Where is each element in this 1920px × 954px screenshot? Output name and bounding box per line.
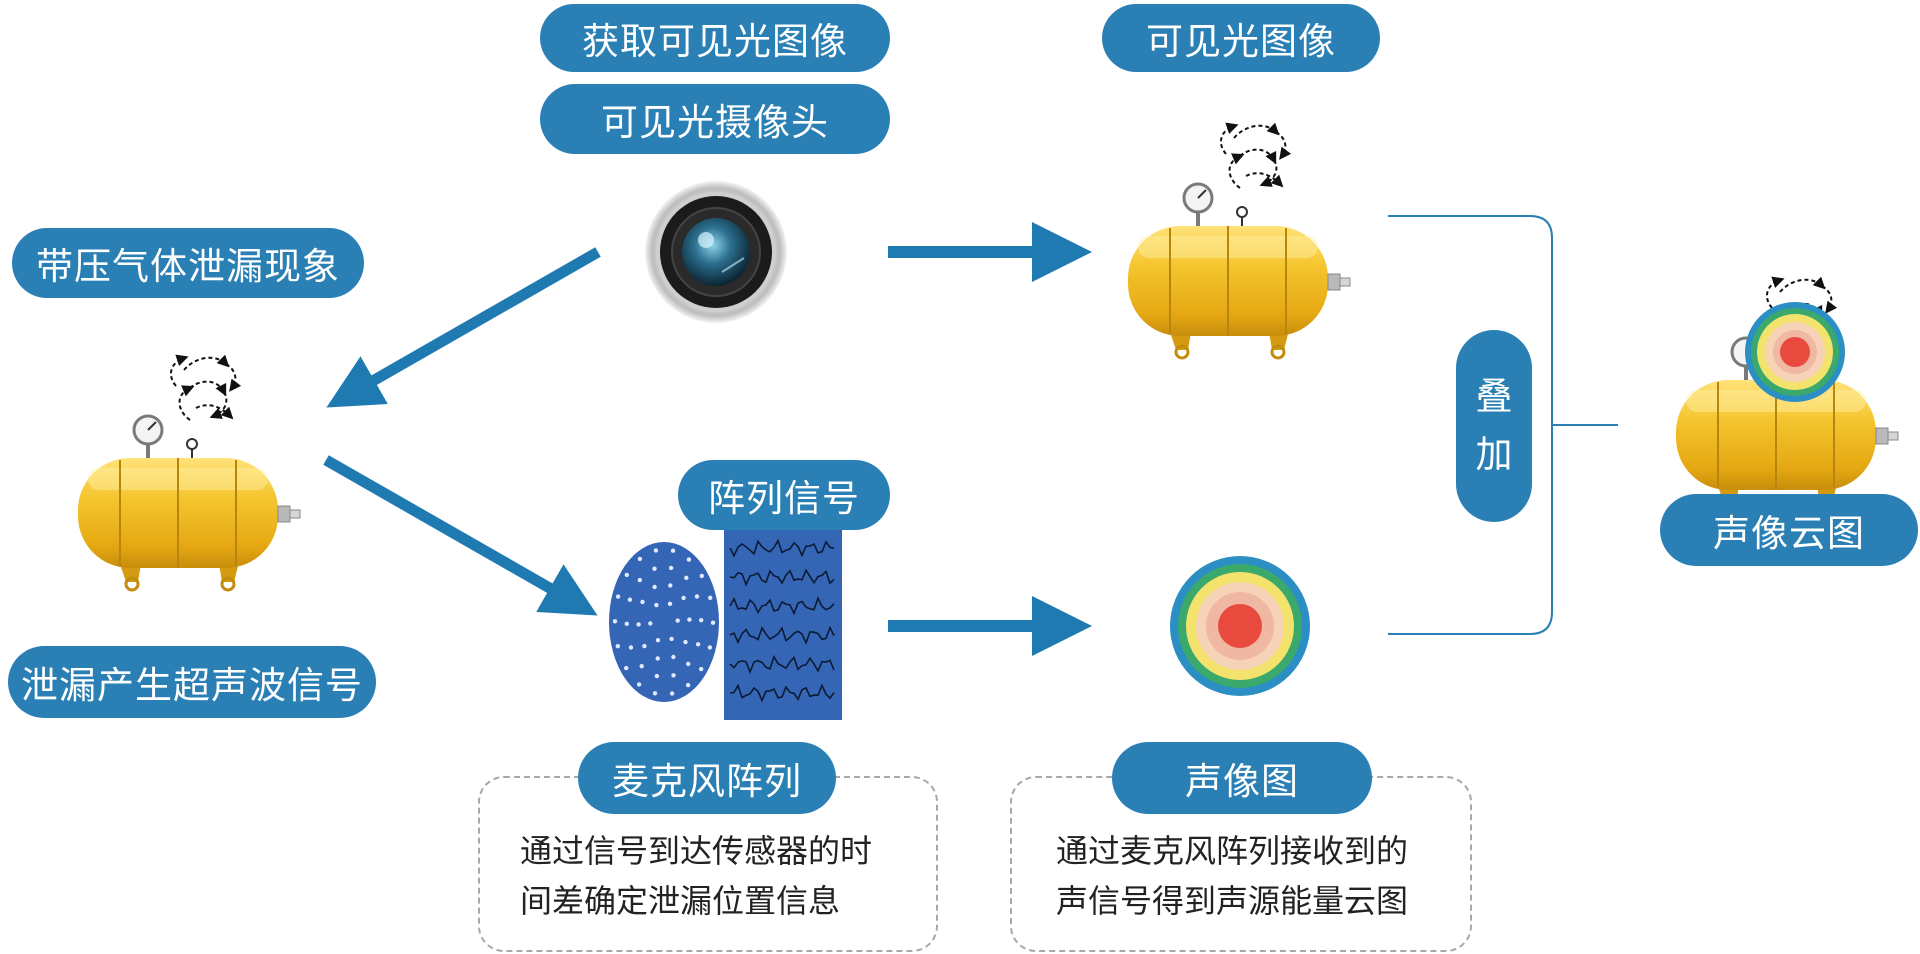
mic-array-label: 麦克风阵列 xyxy=(578,742,836,814)
gas-leak-swirl-icon xyxy=(1221,126,1285,188)
mic-dot xyxy=(627,597,633,602)
mic-dot xyxy=(699,618,704,623)
acoustic-cloud-label: 声像云图 xyxy=(1660,494,1918,566)
mic-dot xyxy=(655,656,660,661)
mic-dot xyxy=(636,682,642,687)
mic-dot xyxy=(694,594,700,599)
mic-array-desc-line2: 间差确定泄漏位置信息 xyxy=(520,882,841,920)
gas-tank-icon xyxy=(1126,182,1352,360)
mic-dot xyxy=(681,595,686,601)
mic-dot xyxy=(628,645,634,650)
waveform-line xyxy=(729,683,835,703)
waveform-line xyxy=(729,625,835,646)
mic-dot xyxy=(671,654,676,660)
waveform-line xyxy=(729,596,835,616)
mic-dot xyxy=(699,573,704,579)
mic-dot xyxy=(707,645,713,650)
mic-dot xyxy=(615,594,621,599)
visible-camera-label: 可见光摄像头 xyxy=(540,84,890,154)
mic-dot xyxy=(668,565,674,571)
mic-array-desc-line1: 通过信号到达传感器的时 xyxy=(520,832,873,870)
mic-dot xyxy=(642,643,647,649)
gas-leak-swirl-icon xyxy=(171,358,235,420)
mic-dot xyxy=(654,602,659,608)
mic-dot xyxy=(615,644,620,649)
mic-dot xyxy=(612,619,618,624)
mic-dot xyxy=(652,691,658,696)
mic-dot xyxy=(636,622,641,627)
mic-dot xyxy=(686,557,692,562)
mic-dot xyxy=(675,618,680,623)
mic-dot xyxy=(648,621,653,626)
mic-dot xyxy=(685,682,691,688)
waveform-icon xyxy=(724,528,842,720)
acoustic-desc-line1: 通过麦克风阵列接收到的 xyxy=(1056,832,1409,870)
visible-image-label: 可见光图像 xyxy=(1102,4,1380,72)
mic-dot xyxy=(652,584,657,590)
mic-dot xyxy=(671,673,676,678)
microphone-array-icon xyxy=(609,542,719,702)
mic-dot xyxy=(710,620,716,625)
mic-dot xyxy=(639,664,644,669)
mic-dot xyxy=(669,691,675,696)
mic-dot xyxy=(686,661,691,667)
overlay-char-1: 叠 xyxy=(1475,375,1513,418)
mic-dot xyxy=(653,548,659,553)
mic-dot xyxy=(684,575,689,580)
mic-dot xyxy=(640,599,645,605)
mic-dot xyxy=(699,666,704,672)
mic-dot xyxy=(695,642,701,647)
mic-dot xyxy=(667,601,673,606)
waveform-line xyxy=(729,654,835,675)
mic-dot xyxy=(668,583,673,588)
camera-icon xyxy=(645,181,787,323)
overlay-label: 叠 加 xyxy=(1456,330,1532,522)
arrow-tank-to-array xyxy=(323,455,598,616)
mic-dot xyxy=(654,673,660,679)
arrow-camera-to-tank xyxy=(326,247,601,408)
mic-dot xyxy=(637,577,642,583)
mic-dot xyxy=(687,617,692,622)
heatmap-icon xyxy=(1745,302,1845,402)
mic-dot xyxy=(670,548,676,553)
mic-dot xyxy=(708,595,713,600)
acoustic-desc-line2: 声信号得到声源能量云图 xyxy=(1056,882,1409,920)
mic-dot xyxy=(637,556,643,562)
overlay-char-2: 加 xyxy=(1475,433,1513,476)
mic-dot xyxy=(669,636,674,642)
heatmap-icon xyxy=(1170,556,1310,696)
waveform-line xyxy=(729,538,835,558)
gas-leak-label: 带压气体泄漏现象 xyxy=(12,228,364,298)
mic-dot xyxy=(655,638,661,643)
mic-dot xyxy=(624,621,629,626)
acquire-visible-label: 获取可见光图像 xyxy=(540,4,890,72)
acoustic-image-label: 声像图 xyxy=(1112,742,1372,814)
array-signal-label: 阵列信号 xyxy=(678,460,890,530)
waveform-line xyxy=(729,568,835,587)
mic-dot xyxy=(652,566,657,571)
mic-dot xyxy=(624,665,629,671)
mic-dot xyxy=(683,639,688,645)
gas-tank-icon xyxy=(76,414,302,592)
mic-dot xyxy=(624,572,629,578)
ultrasonic-signal-label: 泄漏产生超声波信号 xyxy=(8,646,376,718)
